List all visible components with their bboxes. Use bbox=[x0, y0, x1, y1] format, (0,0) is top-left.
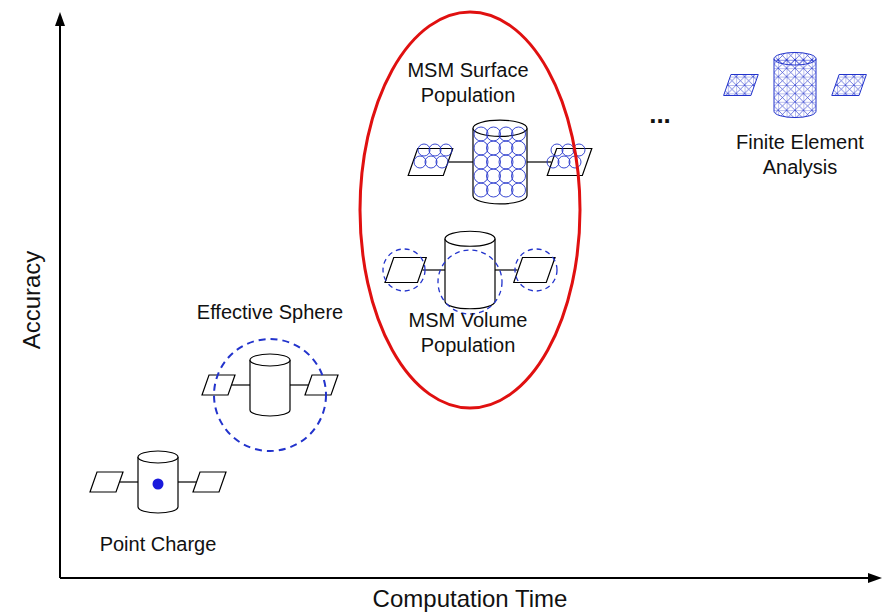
surface-sphere bbox=[512, 141, 526, 155]
surface-sphere bbox=[499, 169, 513, 183]
surface-sphere bbox=[436, 156, 448, 168]
surface-sphere bbox=[474, 183, 488, 197]
surface-sphere bbox=[440, 144, 452, 156]
surface-sphere bbox=[562, 144, 574, 156]
surface-sphere bbox=[558, 156, 570, 168]
surface-sphere bbox=[414, 156, 426, 168]
surface-sphere bbox=[429, 144, 441, 156]
surface-sphere bbox=[487, 169, 501, 183]
highlight-ellipse bbox=[360, 12, 580, 408]
surface-sphere bbox=[547, 156, 559, 168]
surface-sphere bbox=[499, 127, 513, 141]
model-label: Point Charge bbox=[100, 532, 217, 557]
effective-sphere-model bbox=[202, 339, 338, 451]
model-label: Effective Sphere bbox=[197, 300, 343, 325]
ellipsis: ... bbox=[649, 98, 671, 131]
finite-element-model bbox=[724, 52, 867, 117]
model-label: Finite Element Analysis bbox=[725, 130, 875, 180]
axis-title: Accuracy bbox=[17, 251, 47, 350]
surface-sphere bbox=[474, 141, 488, 155]
surface-sphere bbox=[551, 144, 563, 156]
model-label: MSM Surface Population bbox=[398, 58, 538, 108]
point-charge-model bbox=[90, 451, 226, 513]
surface-sphere bbox=[425, 156, 437, 168]
surface-sphere bbox=[474, 127, 488, 141]
surface-sphere bbox=[474, 155, 488, 169]
surface-sphere bbox=[418, 144, 430, 156]
surface-sphere bbox=[499, 141, 513, 155]
surface-sphere bbox=[512, 183, 526, 197]
surface-sphere bbox=[512, 155, 526, 169]
axes bbox=[55, 12, 882, 583]
msm-surface-model bbox=[408, 120, 592, 204]
surface-sphere bbox=[487, 127, 501, 141]
surface-sphere bbox=[499, 155, 513, 169]
model-label: MSM Volume Population bbox=[398, 308, 538, 358]
surface-sphere bbox=[487, 141, 501, 155]
msm-volume-model bbox=[383, 231, 557, 314]
surface-sphere bbox=[474, 169, 488, 183]
surface-sphere bbox=[487, 155, 501, 169]
surface-sphere bbox=[512, 127, 526, 141]
surface-sphere bbox=[512, 169, 526, 183]
axis-title: Computation Time bbox=[373, 584, 568, 614]
surface-sphere bbox=[499, 183, 513, 197]
surface-sphere bbox=[487, 183, 501, 197]
